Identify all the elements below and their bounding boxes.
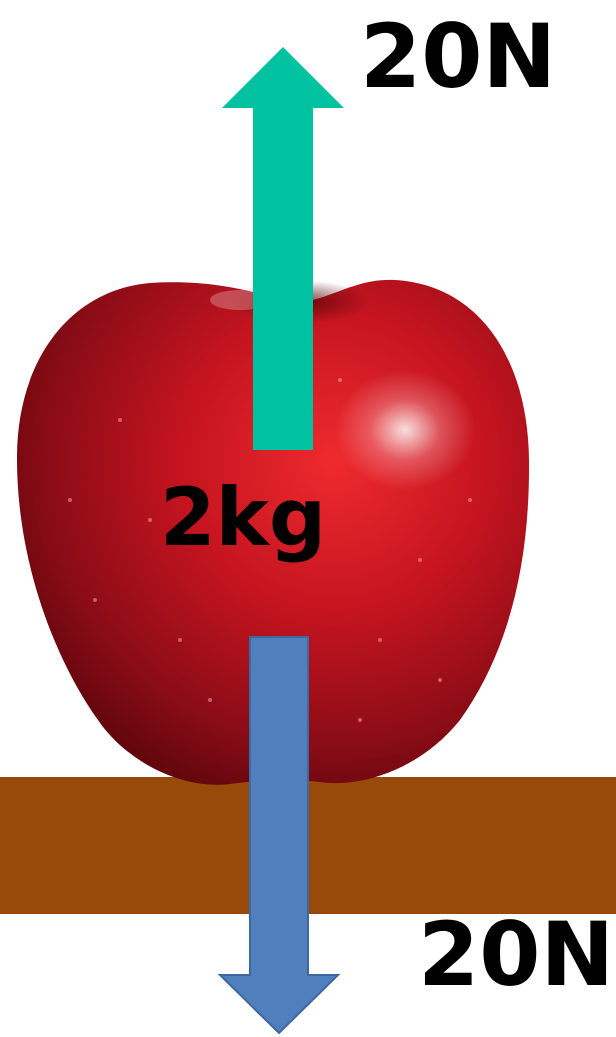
downward-force-label: 20N: [418, 903, 614, 1006]
upward-force-label: 20N: [360, 5, 556, 108]
mass-label: 2kg: [160, 471, 326, 564]
apple-highlight: [335, 370, 475, 490]
